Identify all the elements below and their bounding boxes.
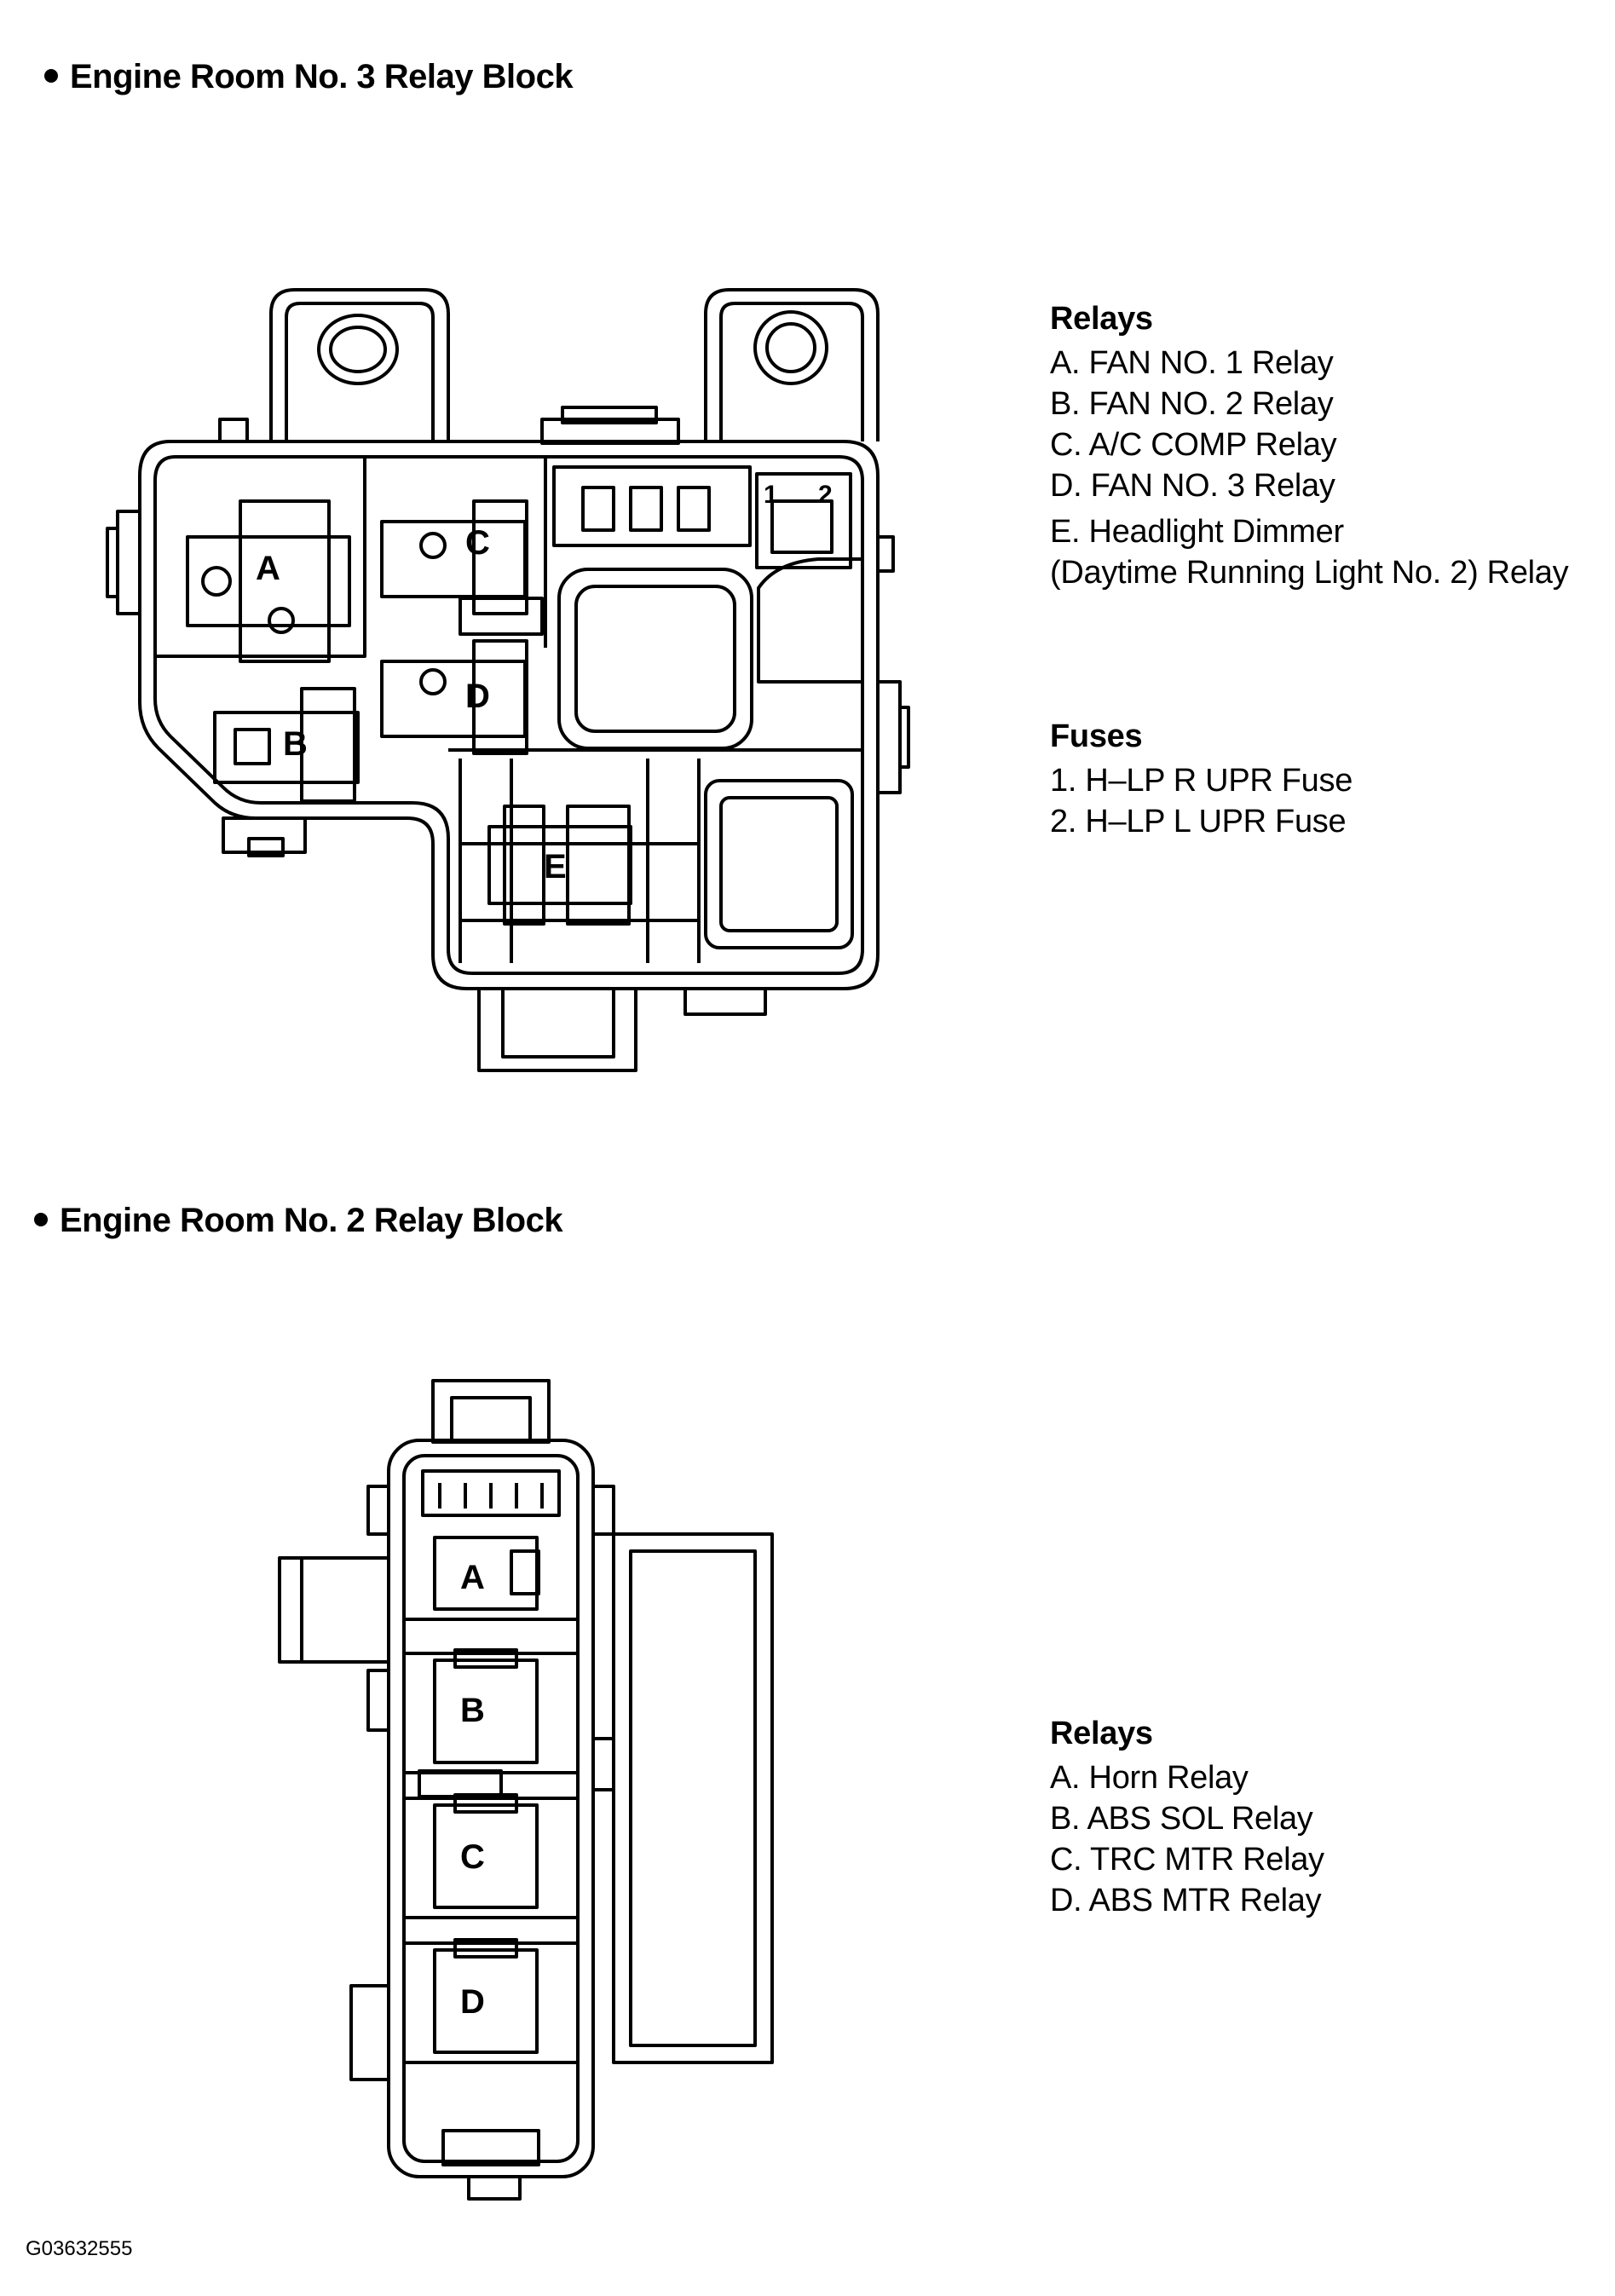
- mount-tab-right-inner: [719, 302, 864, 441]
- relay-a2-entry: A. Horn Relay: [1050, 1760, 1249, 1796]
- mount-hole-right-inner: [765, 322, 816, 373]
- mount-tab-left: [269, 288, 450, 441]
- left-clip-3: [349, 1984, 390, 2081]
- clip-top-3: [561, 406, 658, 424]
- mount-hole-left: [317, 314, 399, 385]
- relay-label-c2: C: [460, 1838, 485, 1876]
- relay-label-e: E: [544, 848, 567, 886]
- relay-socket-a: [186, 499, 351, 663]
- figure-code: G03632555: [26, 2237, 133, 2260]
- partition-top-left: [155, 457, 366, 658]
- relay-d-entry: D. FAN NO. 3 Relay: [1050, 468, 1335, 504]
- relay-socket-c2: [433, 1793, 539, 1909]
- mount-hole-right: [753, 310, 828, 385]
- relay-b2-entry: B. ABS SOL Relay: [1050, 1801, 1313, 1837]
- bullet-icon: [34, 1213, 48, 1227]
- spacer-bar-2: [418, 1769, 503, 1798]
- grid-lines: [460, 759, 699, 963]
- relay-c2-entry: C. TRC MTR Relay: [1050, 1842, 1324, 1878]
- relay-socket-e: [487, 805, 632, 926]
- clip-bottom-right: [683, 987, 767, 1016]
- relay-b-entry: B. FAN NO. 2 Relay: [1050, 386, 1334, 422]
- relay-label-d2: D: [460, 1983, 485, 2021]
- fuse-block-12: [755, 472, 852, 569]
- section2-legend: Relays A. Horn Relay B. ABS SOL Relay C.…: [1050, 1713, 1324, 1921]
- relay-socket-d2: [433, 1938, 539, 2054]
- top-tab-inner: [450, 1396, 532, 1444]
- section1-fuse-legend: Fuses 1. H–LP R UPR Fuse 2. H–LP L UPR F…: [1050, 716, 1353, 842]
- relay-socket-c: [380, 499, 528, 615]
- section1-legend: Relays A. FAN NO. 1 Relay B. FAN NO. 2 R…: [1050, 298, 1569, 593]
- relay-label-a2: A: [460, 1559, 485, 1596]
- relay-label-b: B: [283, 725, 308, 763]
- clip-bottom-left: [222, 816, 307, 854]
- relay-socket-b2: [433, 1648, 539, 1764]
- no3-relay-block: A B C D E 1 2: [106, 288, 910, 1072]
- clip-bottom-left-tab: [247, 837, 285, 857]
- relay-socket-d: [380, 639, 528, 755]
- fuse-slot-3: [677, 486, 711, 532]
- connector-bottom-inner: [501, 987, 615, 1059]
- bottom-tab-2: [467, 2175, 522, 2201]
- section2-title: Engine Room No. 2 Relay Block: [34, 1202, 563, 1240]
- large-socket-inner: [574, 585, 736, 733]
- fuse-1-entry: 1. H–LP R UPR Fuse: [1050, 763, 1353, 799]
- clip-right-1: [878, 535, 895, 573]
- relay-e-entry: E. Headlight Dimmer: [1050, 514, 1344, 550]
- housing-outer-2: [387, 1439, 595, 2178]
- bottom-right-socket: [704, 779, 854, 949]
- bullet-icon: [44, 69, 58, 84]
- fuse-slot-1: [581, 486, 615, 532]
- top-fuse-slots: [438, 1483, 544, 1509]
- clip-right-2: [878, 680, 910, 794]
- fuse-row: [552, 465, 752, 547]
- fuse-label-2: 2: [818, 481, 833, 509]
- relay-label-c: C: [465, 524, 490, 562]
- left-clip-2: [366, 1669, 390, 1732]
- relay-d2-entry: D. ABS MTR Relay: [1050, 1883, 1322, 1918]
- relay-a-entry: A. FAN NO. 1 Relay: [1050, 345, 1334, 381]
- relay-socket-b: [213, 687, 360, 803]
- relay-label-a: A: [256, 550, 280, 587]
- mount-tab-right: [704, 288, 880, 441]
- top-fuse-row: [421, 1469, 561, 1517]
- partitions-2: [404, 1618, 578, 2064]
- clip-top-1: [218, 418, 249, 443]
- clip-left: [106, 510, 140, 615]
- housing-inner: [153, 455, 864, 975]
- relay-label-d: D: [465, 678, 490, 715]
- curved-cover: [757, 557, 864, 684]
- fuses-heading: Fuses: [1050, 718, 1143, 754]
- fuse-2-entry: 2. H–LP L UPR Fuse: [1050, 804, 1347, 839]
- mount-tab-left-inner: [285, 302, 435, 441]
- relay-label-b2: B: [460, 1692, 485, 1729]
- right-clip-2: [591, 1737, 615, 1791]
- large-socket: [557, 568, 753, 750]
- relay-e-entry-cont: (Daytime Running Light No. 2) Relay: [1050, 555, 1569, 591]
- fuse-12-inner: [770, 499, 833, 554]
- relay-socket-a2: [433, 1536, 540, 1611]
- housing-inner-2: [402, 1454, 580, 2163]
- left-tube: [278, 1556, 389, 1664]
- spacer-bar: [459, 597, 544, 636]
- section1-title: Engine Room No. 3 Relay Block: [44, 58, 574, 96]
- relays-heading: Relays: [1050, 301, 1153, 337]
- left-clip-1: [366, 1485, 390, 1536]
- right-bracket-1: [591, 1485, 615, 1536]
- no2-relay-block: A B C D: [278, 1379, 774, 2201]
- section1-title-text: Engine Room No. 3 Relay Block: [70, 58, 574, 95]
- mount-hole-left-inner: [329, 326, 387, 373]
- bottom-right-socket-inner: [719, 796, 839, 932]
- housing-outer: [138, 440, 880, 990]
- fuse-label-1: 1: [764, 481, 778, 509]
- section2-title-text: Engine Room No. 2 Relay Block: [60, 1202, 563, 1239]
- right-housing-inner: [629, 1549, 757, 2047]
- right-housing: [612, 1532, 774, 2064]
- bottom-connector-2: [441, 2129, 540, 2166]
- relays-heading-2: Relays: [1050, 1716, 1153, 1751]
- fuse-slot-2: [629, 486, 663, 532]
- relay-c-entry: C. A/C COMP Relay: [1050, 427, 1337, 463]
- partition-bottom: [448, 748, 862, 963]
